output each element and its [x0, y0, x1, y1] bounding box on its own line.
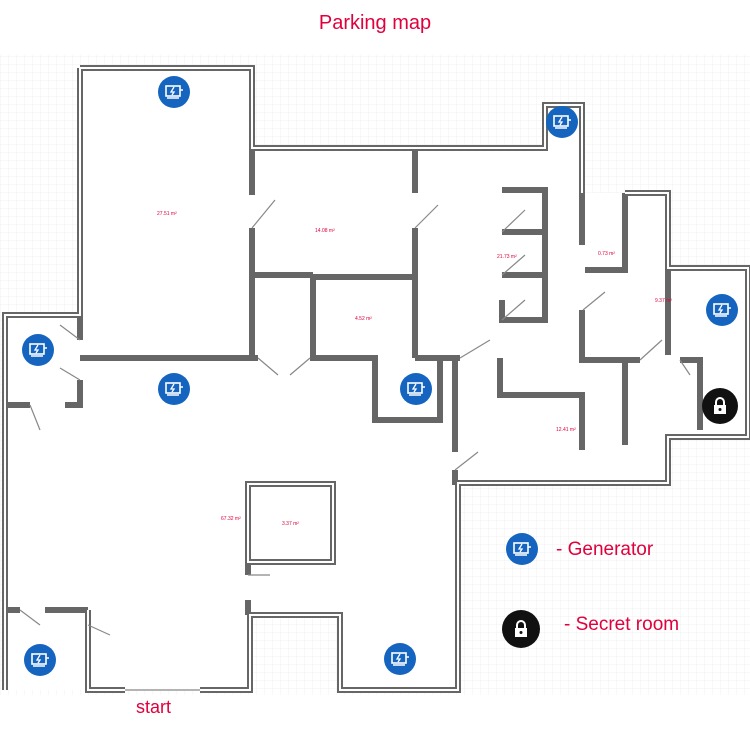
generator-icon	[384, 643, 416, 675]
room-area-label: 4.52 m²	[355, 316, 372, 322]
legend-secret-room-label: - Secret room	[564, 614, 680, 635]
room-area-label: 27.51 m²	[157, 211, 177, 217]
wall-inner-lines	[4, 67, 749, 691]
generator-icon	[22, 334, 54, 366]
generator-icon	[546, 106, 578, 138]
room-area-label: 14.08 m²	[315, 228, 335, 234]
generator-icon	[706, 294, 738, 326]
generator-icon	[158, 373, 190, 405]
legend-lock-icon	[502, 610, 540, 648]
room-area-label: 3.37 m²	[282, 521, 299, 527]
legend-generator-label: - Generator	[556, 539, 654, 560]
legend-generator-icon	[506, 533, 538, 565]
room-area-label: 0.73 m²	[598, 251, 615, 257]
generator-icon	[24, 644, 56, 676]
room-area-label: 21.73 m²	[497, 254, 517, 260]
room-area-label: 9.37 m²	[655, 298, 672, 304]
room-area-label: 67.32 m²	[221, 516, 241, 522]
generator-icon	[158, 76, 190, 108]
page-title: Parking map	[318, 12, 432, 34]
generator-icon	[400, 373, 432, 405]
secret-room-lock-icon	[702, 388, 738, 424]
start-label: start	[136, 697, 172, 717]
doors	[19, 199, 691, 691]
room-area-label: 12.41 m²	[556, 427, 576, 433]
